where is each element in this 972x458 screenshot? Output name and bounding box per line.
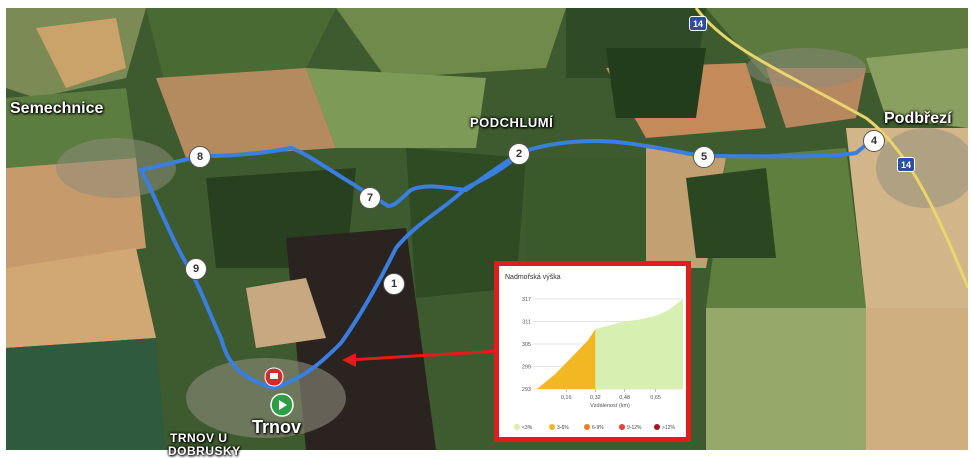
waypoint-marker[interactable]: 2 bbox=[508, 143, 530, 165]
x-tick-label: 0,65 bbox=[650, 395, 661, 401]
legend-label: >12% bbox=[662, 425, 675, 431]
legend-label: <3% bbox=[522, 425, 533, 431]
waypoint-marker[interactable]: 8 bbox=[189, 146, 211, 168]
legend-label: 3-6% bbox=[557, 425, 569, 431]
legend-swatch bbox=[619, 424, 625, 430]
place-label-trnov-u-dobrusky: TRNOV U DOBRUSKY bbox=[168, 432, 241, 458]
waypoint-marker[interactable]: 1 bbox=[383, 273, 405, 295]
elevation-area bbox=[537, 329, 596, 389]
x-tick-label: 0,16 bbox=[561, 395, 572, 401]
legend-swatch bbox=[514, 424, 520, 430]
place-label-line-1: TRNOV U bbox=[170, 431, 228, 445]
y-tick-label: 293 bbox=[522, 387, 531, 393]
elevation-area bbox=[595, 299, 683, 389]
satellite-map[interactable] bbox=[6, 8, 968, 450]
x-axis-label: Vzdálenost (km) bbox=[590, 403, 630, 409]
road-shield-14: 14 bbox=[897, 157, 915, 172]
y-tick-label: 311 bbox=[522, 320, 531, 326]
x-tick-label: 0,48 bbox=[619, 395, 630, 401]
y-tick-label: 317 bbox=[522, 297, 531, 303]
waypoint-marker[interactable]: 9 bbox=[185, 258, 207, 280]
elevation-profile-callout: Nadmořská výška 317 311 305 299 293 0,16 0,32 0… bbox=[494, 261, 691, 442]
legend-label: 6-9% bbox=[592, 425, 604, 431]
place-label-semechnice: Semechnice bbox=[10, 100, 104, 117]
elevation-chart: 317 311 305 299 293 0,16 0,32 0,48 0,65Vzdálenos… bbox=[514, 297, 683, 431]
elevation-title: Nadmořská výška bbox=[505, 274, 561, 281]
place-label-podchlumi: PODCHLUMÍ bbox=[470, 115, 554, 130]
legend-swatch bbox=[584, 424, 590, 430]
y-tick-label: 299 bbox=[522, 365, 531, 371]
place-label-trnov: Trnov bbox=[252, 417, 302, 437]
legend-swatch bbox=[654, 424, 660, 430]
waypoint-marker[interactable]: 4 bbox=[863, 130, 885, 152]
place-label-podbrezi: Podbřezí bbox=[884, 110, 952, 127]
waypoint-marker[interactable]: 7 bbox=[359, 187, 381, 209]
legend-label: 9-12% bbox=[627, 425, 642, 431]
legend-swatch bbox=[549, 424, 555, 430]
waypoint-marker[interactable]: 5 bbox=[693, 146, 715, 168]
place-label-line-2: DOBRUSKY bbox=[168, 444, 241, 458]
x-tick-label: 0,32 bbox=[590, 395, 601, 401]
road-shield-14: 14 bbox=[689, 16, 707, 31]
y-tick-label: 305 bbox=[522, 342, 531, 348]
